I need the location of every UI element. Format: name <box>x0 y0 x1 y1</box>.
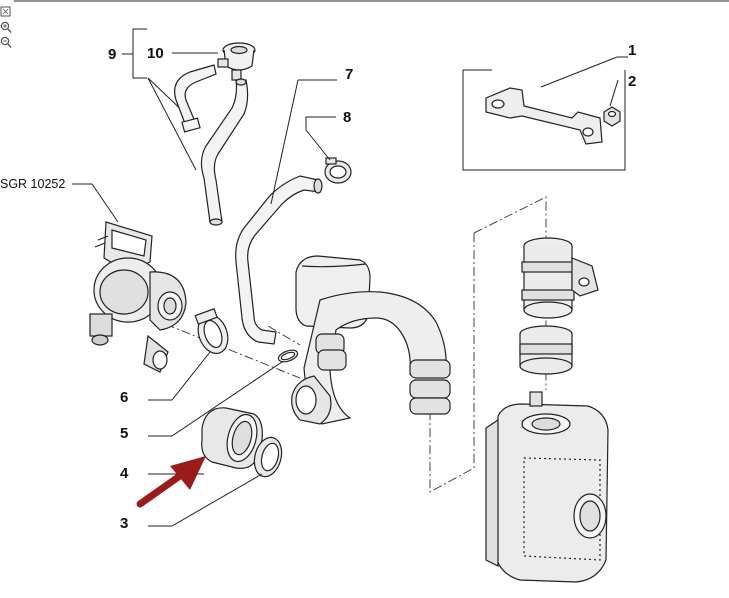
leader-sgr <box>72 183 119 223</box>
callout-2: 2 <box>628 73 636 90</box>
callout-6: 6 <box>120 389 128 406</box>
part-3-clamp <box>253 436 283 478</box>
part-4-sleeve <box>201 407 263 469</box>
throttle-adapter <box>521 237 599 319</box>
intake-pipe <box>291 255 451 425</box>
callout-7: 7 <box>345 66 353 83</box>
inset-frame-1-2 <box>462 69 626 171</box>
callout-8: 8 <box>343 109 351 126</box>
fit-page-icon[interactable] <box>0 6 12 19</box>
leader-5 <box>148 361 283 437</box>
callout-10: 10 <box>147 45 164 62</box>
leader-8 <box>305 116 336 161</box>
part-7-hose <box>235 175 323 345</box>
zoom-in-icon[interactable] <box>0 21 12 34</box>
callout-4: 4 <box>120 465 129 482</box>
part-6-clamp <box>194 308 229 354</box>
part-9-hose <box>174 64 249 226</box>
turbocharger <box>89 221 187 373</box>
leader-7b <box>270 79 299 205</box>
bracket-9 <box>122 28 218 171</box>
air-filter-housing <box>485 391 609 583</box>
leader-6 <box>148 351 211 401</box>
callout-5: 5 <box>120 425 128 442</box>
callout-9: 9 <box>108 46 116 63</box>
callout-3: 3 <box>120 515 128 532</box>
highlight-arrow <box>136 456 206 508</box>
zoom-toolbar <box>0 6 12 49</box>
intake-coupler <box>519 325 573 375</box>
part-8-clamp <box>324 157 352 184</box>
leader-3 <box>148 473 263 527</box>
leader-1 <box>540 56 618 88</box>
part-2-nut <box>603 106 621 127</box>
leader-2 <box>609 79 619 107</box>
part-10-valve <box>217 42 256 81</box>
zoom-out-icon[interactable] <box>0 36 12 49</box>
part-1-bracket <box>485 87 603 145</box>
code-label-sgr: SGR 10252 <box>0 177 65 191</box>
callout-1: 1 <box>628 42 636 59</box>
part-5-oring <box>277 349 299 363</box>
